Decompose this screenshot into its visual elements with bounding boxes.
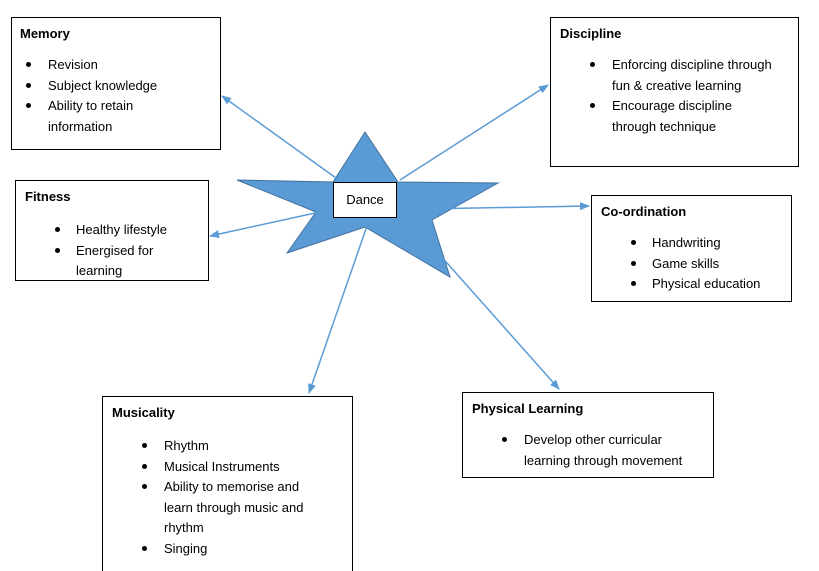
arrow-to-memory: [221, 95, 337, 179]
list-item: Handwriting: [601, 233, 783, 254]
list-item: Develop other curricular learning throug…: [472, 430, 705, 471]
physical-learning-list: Develop other curricular learning throug…: [472, 430, 705, 471]
discipline-title: Discipline: [560, 26, 622, 41]
list-item: Rhythm: [112, 436, 344, 457]
musicality-title: Musicality: [112, 405, 175, 420]
arrow-to-discipline: [399, 84, 549, 181]
list-item: Ability to memorise and learn through mu…: [112, 477, 344, 539]
list-item: Game skills: [601, 254, 783, 275]
list-item: Enforcing discipline through fun & creat…: [560, 55, 790, 96]
discipline-list: Enforcing discipline through fun & creat…: [560, 55, 790, 137]
center-node-dance: Dance: [333, 182, 397, 218]
list-item: Encourage discipline through technique: [560, 96, 790, 137]
arrow-to-fitness: [209, 207, 339, 238]
physical-learning-title: Physical Learning: [472, 401, 584, 416]
list-item: Musical Instruments: [112, 457, 344, 478]
coordination-title: Co-ordination: [601, 204, 687, 219]
list-item: Ability to retain information: [20, 96, 212, 137]
list-item: Energised for learning: [25, 241, 200, 281]
list-item: Singing: [112, 539, 344, 560]
musicality-box: Musicality Rhythm Musical Instruments Ab…: [102, 396, 353, 571]
list-item: Revision: [20, 55, 212, 76]
arrow-to-coordination: [419, 202, 590, 211]
memory-list: Revision Subject knowledge Ability to re…: [20, 55, 212, 137]
memory-box: Memory Revision Subject knowledge Abilit…: [11, 17, 221, 150]
coordination-list: Handwriting Game skills Physical educati…: [601, 233, 783, 295]
musicality-list: Rhythm Musical Instruments Ability to me…: [112, 436, 344, 559]
memory-title: Memory: [20, 26, 70, 41]
physical-learning-box: Physical Learning Develop other curricul…: [462, 392, 714, 478]
list-item: Subject knowledge: [20, 76, 212, 97]
list-item: Healthy lifestyle: [25, 220, 200, 241]
fitness-title: Fitness: [25, 189, 71, 204]
fitness-box: Fitness Healthy lifestyle Energised for …: [15, 180, 209, 281]
coordination-box: Co-ordination Handwriting Game skills Ph…: [591, 195, 792, 302]
arrow-to-musicality: [308, 225, 368, 394]
arrow-to-physical-learning: [430, 244, 560, 390]
fitness-list: Healthy lifestyle Energised for learning: [25, 220, 200, 281]
discipline-box: Discipline Enforcing discipline through …: [550, 17, 799, 167]
list-item: Physical education: [601, 274, 783, 295]
